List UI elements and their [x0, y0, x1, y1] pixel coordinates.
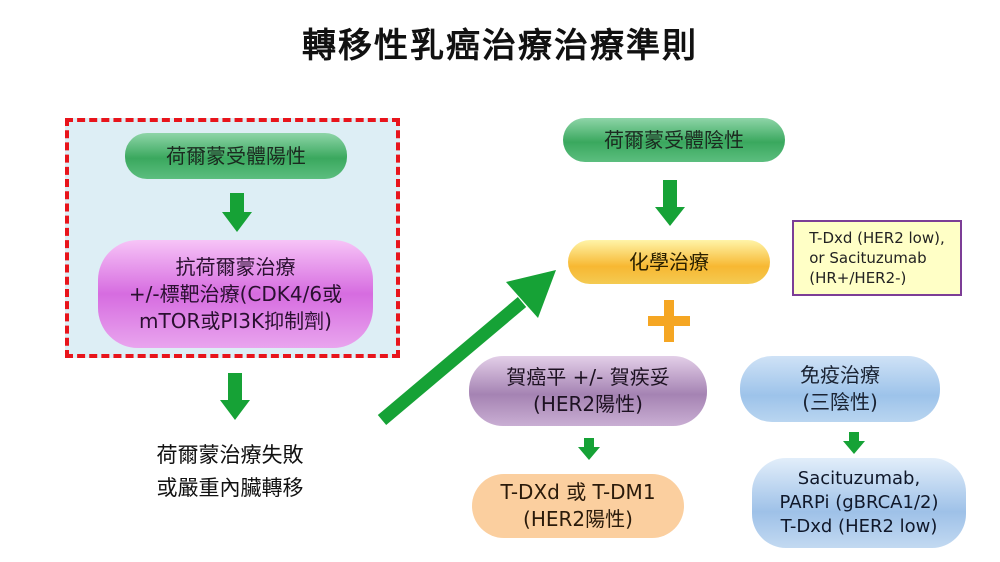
hr-negative-node: 荷爾蒙受體陰性	[563, 118, 785, 162]
anti-hormone-node: 抗荷爾蒙治療 +/-標靶治療(CDK4/6或 mTOR或PI3K抑制劑)	[98, 240, 373, 348]
down-arrow-icon	[220, 373, 250, 420]
plus-icon	[648, 300, 690, 342]
tdxd-tdm1-node: T-DXd 或 T-DM1 (HER2陽性)	[472, 474, 684, 538]
page-title: 轉移性乳癌治療治療準則	[302, 26, 698, 66]
down-arrow-icon	[578, 438, 600, 460]
immunotherapy-node: 免疫治療 (三陰性)	[740, 356, 940, 422]
down-arrow-icon	[655, 180, 685, 226]
hr-positive-node: 荷爾蒙受體陽性	[125, 133, 347, 179]
diagonal-arrow-icon	[377, 270, 556, 425]
herceptin-node: 賀癌平 +/- 賀疾妥 (HER2陽性)	[469, 356, 707, 426]
triple-negative-options-node: Sacituzumab, PARPi (gBRCA1/2) T-Dxd (HER…	[752, 458, 966, 548]
down-arrow-icon	[222, 193, 252, 232]
hormone-failure-text: 荷爾蒙治療失敗 或嚴重內臟轉移	[156, 443, 304, 500]
down-arrow-icon	[843, 432, 865, 454]
chemo-node: 化學治療	[568, 240, 770, 284]
her2-low-note: T-Dxd (HER2 low), or Sacituzumab (HR+/HE…	[792, 220, 962, 296]
